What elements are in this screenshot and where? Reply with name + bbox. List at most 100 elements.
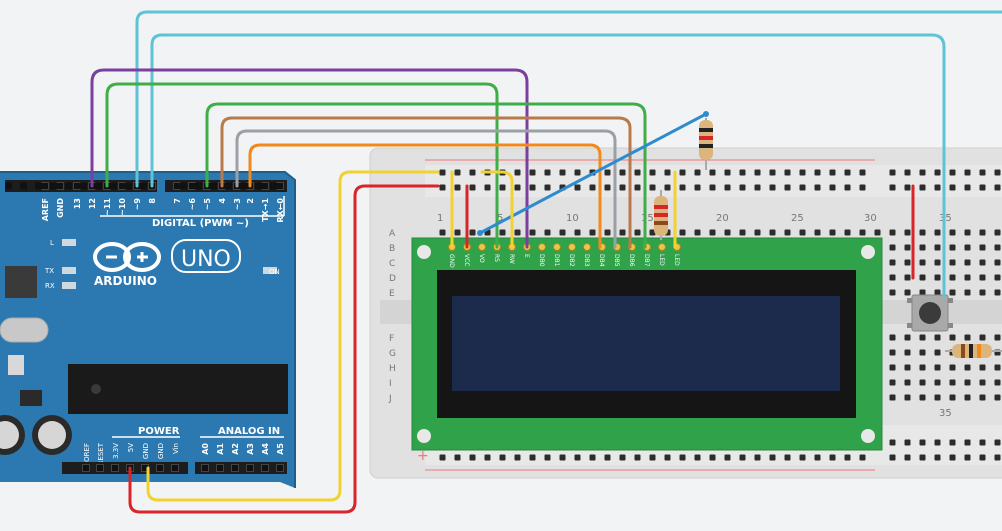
digital-pin-label: 13 — [73, 198, 82, 209]
digital-pin[interactable] — [56, 182, 64, 190]
svg-text:F: F — [389, 334, 394, 344]
digital-pin-label: ~6 — [188, 198, 197, 211]
wire-yellow-rs — [480, 170, 514, 249]
power-pin[interactable] — [171, 464, 179, 472]
analog-pin[interactable] — [276, 464, 284, 472]
lcd-pin-label: GND — [448, 254, 455, 268]
plus-sign: + — [417, 448, 429, 464]
row-letters: A B C D E F G H I J — [388, 229, 396, 404]
digital-pin-label: 4 — [218, 198, 227, 204]
digital-pin[interactable] — [173, 182, 181, 190]
header-hole — [65, 182, 72, 190]
lcd-pin-label: DB4 — [598, 254, 605, 267]
col-number-bottom: 35 — [939, 408, 952, 419]
lcd-pin-pad[interactable] — [583, 243, 591, 251]
lcd-pin-pad[interactable] — [538, 243, 546, 251]
wire-cyan-inner — [150, 33, 946, 298]
analog-pin[interactable] — [216, 464, 224, 472]
resistor-button[interactable] — [945, 344, 1002, 358]
analog-pin[interactable] — [246, 464, 254, 472]
digital-pin-label: AREF — [41, 198, 50, 221]
power-pin[interactable] — [111, 464, 119, 472]
analog-pin[interactable] — [231, 464, 239, 472]
lcd-pin-pad[interactable] — [568, 243, 576, 251]
wire-yellow-gnd — [146, 170, 440, 502]
lcd-pin-label: E — [523, 254, 530, 258]
power-pin-label: GND — [142, 443, 150, 459]
svg-text:A: A — [389, 229, 396, 239]
header-hole — [20, 182, 27, 190]
resistor-backlight[interactable] — [654, 190, 668, 240]
digital-pin-label: 12 — [88, 198, 97, 209]
header-hole — [240, 182, 247, 190]
digital-pin[interactable] — [188, 182, 196, 190]
digital-pin[interactable] — [41, 182, 49, 190]
digital-pin-label: RX←0 — [276, 198, 285, 223]
col-number: 25 — [791, 213, 804, 224]
on-label: ON — [269, 268, 280, 276]
wire-red-5v — [128, 184, 440, 514]
wire-blue — [478, 112, 708, 235]
atmega-chip — [68, 364, 288, 414]
resistor-top[interactable] — [699, 118, 713, 170]
power-label: POWER — [138, 426, 180, 437]
lcd-pin-label: DB6 — [628, 254, 635, 267]
analog-pin[interactable] — [261, 464, 269, 472]
header-hole — [110, 182, 117, 190]
digital-pin[interactable] — [261, 182, 269, 190]
digital-pin[interactable] — [118, 182, 126, 190]
wire-green-long — [105, 82, 499, 249]
digital-pin-label: ~10 — [118, 198, 127, 216]
crystal — [0, 317, 49, 343]
header-hole — [80, 182, 87, 190]
power-pin[interactable] — [156, 464, 164, 472]
digital-pin-label: 2 — [246, 198, 255, 204]
power-header — [62, 462, 188, 474]
svg-text:B: B — [389, 244, 395, 254]
header-hole — [125, 182, 132, 190]
header-hole — [50, 182, 57, 190]
lcd-pin-label: VO — [478, 254, 485, 263]
lcd-pin-pad[interactable] — [553, 243, 561, 251]
lcd-pin-label: RW — [508, 254, 515, 264]
header-hole — [5, 182, 12, 190]
col-number: 15 — [641, 213, 654, 224]
lcd-pin-label: DB5 — [613, 254, 620, 267]
svg-text:RX: RX — [45, 282, 55, 290]
power-pin-label: 3.3V — [112, 443, 120, 459]
lcd-pin-label: DB3 — [583, 254, 590, 267]
digital-pin-label: 8 — [148, 198, 157, 204]
svg-text:D: D — [389, 274, 396, 284]
header-hole — [210, 182, 217, 190]
header-hole — [270, 182, 277, 190]
analog-pin-label: A2 — [231, 443, 240, 455]
lcd-pin-pad[interactable] — [478, 243, 486, 251]
digital-pin[interactable] — [73, 182, 81, 190]
digital-pin[interactable] — [276, 182, 284, 190]
col-number: 5 — [497, 213, 503, 224]
svg-text:G: G — [389, 349, 396, 359]
analog-pin-label: A0 — [201, 443, 210, 455]
col-number: 1 — [437, 213, 443, 224]
lcd-pin-label: DB0 — [538, 254, 545, 267]
col-number: 10 — [566, 213, 579, 224]
header-hole — [140, 182, 147, 190]
power-pin-label: 5V — [127, 443, 135, 452]
header-hole — [95, 182, 102, 190]
power-pin-label: IOREF — [83, 443, 91, 464]
lcd-pin-pad[interactable] — [658, 243, 666, 251]
push-button[interactable] — [907, 294, 953, 332]
header-hole — [195, 182, 202, 190]
svg-text:E: E — [389, 289, 395, 299]
digital-pin-label: 7 — [173, 198, 182, 204]
wire-cyan-outer — [135, 10, 1002, 188]
analog-pin[interactable] — [201, 464, 209, 472]
lcd-pin-label: DB7 — [643, 254, 650, 267]
analog-in-label: ANALOG IN — [218, 426, 280, 437]
power-pin[interactable] — [82, 464, 90, 472]
power-pin[interactable] — [96, 464, 104, 472]
